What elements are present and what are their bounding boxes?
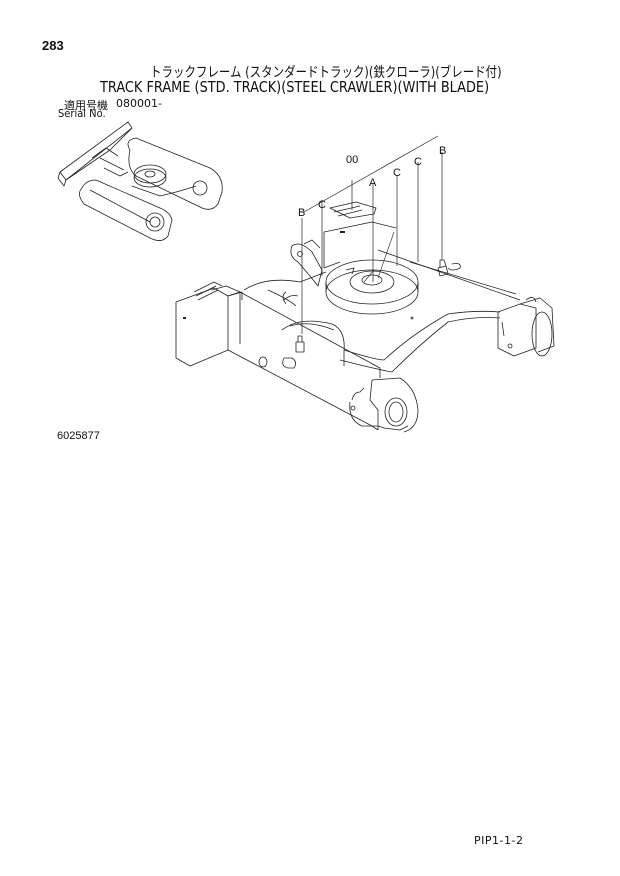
serial-label-english: Serial No. (58, 107, 106, 120)
callout-C-right: C (414, 156, 422, 168)
footer-code: PIP1-1-2 (474, 834, 524, 847)
callout-00: 00 (346, 154, 358, 166)
title-japanese: トラックフレーム (スタンダードトラック)(鉄クローラ)(ブレード付) (150, 65, 502, 81)
callout-C-mid: C (393, 167, 401, 179)
callout-leaders (301, 135, 443, 334)
callout-B-right: B (439, 145, 446, 157)
serial-number-value: 080001- (116, 97, 162, 110)
title-english: TRACK FRAME (STD. TRACK)(STEEL CRAWLER)(… (100, 78, 490, 96)
callout-C-left: C (318, 199, 326, 211)
callout-B-left: B (298, 207, 305, 219)
overview-thumbnail (57, 121, 223, 241)
callout-A: A (369, 177, 377, 189)
serial-label-japanese: 適用号機 (64, 99, 108, 112)
main-track-frame (175, 201, 555, 433)
page-number: 283 (42, 38, 64, 53)
figure-number: 6025877 (57, 430, 100, 442)
